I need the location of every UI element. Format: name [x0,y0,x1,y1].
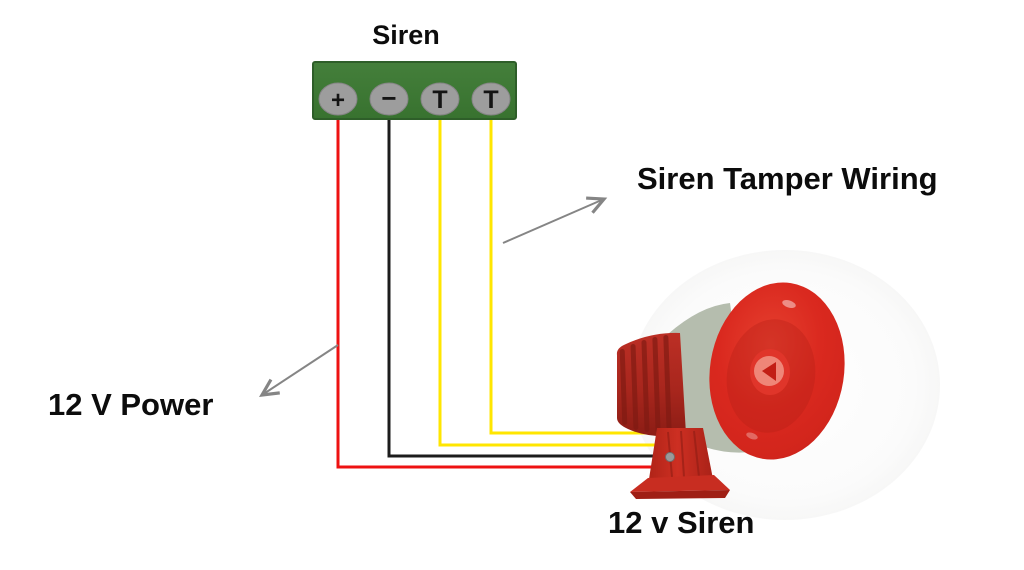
siren-throat-notch [762,362,776,381]
tamper-wiring-arrow [502,196,608,244]
terminal-tamper-1-symbol: T [432,86,447,114]
bell-highlight-bottom [746,432,758,440]
siren-body-ribs [619,335,672,433]
siren-base-plate [630,475,730,492]
power-arrow [259,344,339,397]
wire-yellow-tamper-2 [489,117,668,435]
siren-device [616,282,845,499]
terminal-board [312,61,517,120]
terminal-tamper-2 [471,82,511,116]
wire-black-negative [387,117,668,458]
siren-label: 12 v Siren [608,505,755,540]
wire-red-positive [336,117,668,469]
siren-body [616,332,686,437]
terminal-positive [318,82,358,116]
bell-highlight-top [782,300,796,308]
siren-base-lip [630,490,730,499]
terminal-tamper-1 [420,82,460,116]
terminal-negative [369,82,409,116]
power-label: 12 V Power [48,387,214,422]
wire-yellow-tamper-1 [438,117,668,447]
terminal-block-title: Siren [372,20,440,50]
tamper-wiring-label: Siren Tamper Wiring [637,161,938,196]
terminal-positive-symbol: + [331,87,345,114]
siren-wire-bolt [665,452,675,462]
terminal-tamper-2-symbol: T [483,86,498,114]
terminal-negative-symbol: − [381,83,396,113]
siren-terminal-block: + − T T [312,61,517,120]
